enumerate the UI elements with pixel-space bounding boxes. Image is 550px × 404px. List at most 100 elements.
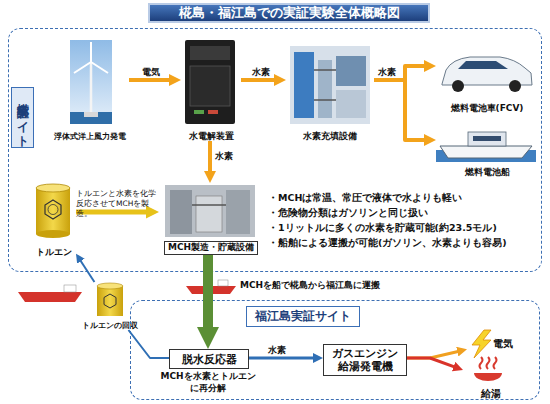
toluene-can-picture-part [48,205,58,215]
transport-ship-picture-part [218,280,228,286]
flow-arrow [374,66,428,80]
wind-turbine-node: 浮体式洋上風力発電 [51,39,129,141]
flow-label: 水素 [252,66,270,79]
return-ship-picture-part [18,292,82,302]
transport-ship-picture [186,280,236,294]
wind-turbine-picture [70,40,112,124]
mch-plant-picture-part [165,185,255,237]
flow-label: 水素 [378,66,396,79]
mch-plant-node: MCH製造・貯蔵設備 [159,183,263,255]
site-label: 福江島実証サイト [246,306,360,327]
wind-turbine-picture-part [91,62,108,73]
equipment-label: 水電解装置 [189,131,234,141]
equipment-label: 燃料電池車(FCV) [451,103,524,113]
toluene-can-picture [36,184,70,238]
mch-plant-picture-part [192,204,226,206]
filling-station-picture [290,46,370,124]
wind-turbine-picture-part [70,112,112,124]
electrolyzer-picture [185,40,235,124]
toluene-can-picture-part [36,188,70,234]
wind-turbine-picture-part [70,40,112,124]
fuel-cell-car-picture [442,57,532,92]
hot-spring-icon-part [494,357,497,369]
flow-label: 電気 [142,66,160,79]
filling-station-node: 水素充填設備 [286,39,374,141]
lightning-icon-part [472,330,491,358]
hot-water-output: 給湯 [463,359,518,401]
electrolyzer-picture-part [185,40,235,124]
process-note: MCHを水素とトルエンに再分解 [160,371,256,394]
electrolyzer-picture-part [190,46,230,60]
wind-turbine-picture-part [90,62,93,114]
equipment-label: MCH製造・貯蔵設備 [164,241,258,255]
material-label: トルエン [36,247,72,257]
flow-arrow [129,78,173,82]
filling-station-picture-part [294,52,314,118]
filling-station-picture-part [318,60,332,118]
process-label: ガスエンジン給湯発電機 [330,347,400,373]
fuel-cell-car-picture-part [458,61,508,69]
wind-turbine-picture-part [90,42,92,62]
wind-turbine-picture-part [84,112,98,117]
toluene-recovery-node: トルエンの回収 [80,282,140,330]
flow-arrow [203,255,213,334]
equipment-label: 浮体式洋上風力発電 [54,132,126,141]
toluene-can-picture-part [45,200,61,219]
flow-label: 水素 [215,150,233,163]
mch-plant-picture-part [226,190,250,234]
fuel-cell-ship-picture [436,132,536,162]
filling-station-picture-part [336,90,366,118]
output-label: 給湯 [481,387,501,401]
recovered-can-picture-part [97,286,123,316]
mch-plant-picture-part [196,196,222,232]
flow-arrow [128,330,169,358]
flow-arrow [241,78,278,82]
flow-arrow [79,259,94,282]
lightning-icon [472,330,491,358]
equipment-label: 燃料電池船 [465,167,510,177]
electricity-output: 電気 [467,331,513,357]
flow-label: MCHを船で椛島から福江島に運搬 [240,279,380,292]
site-region: 椛島実証サイト浮体式洋上風力発電 水電解装置 水素充填設備燃料電池車(FCV) 燃料電… [8,28,542,272]
mch-plant-picture [165,185,255,237]
electrolyzer-picture-part [208,110,218,114]
filling-station-picture-part [314,99,336,101]
filling-station-picture-part [314,69,336,71]
hot-spring-icon-part [480,357,483,369]
flow-label: 水素 [268,344,286,357]
toluene-node: トルエン [31,181,76,257]
hot-spring-icon [474,357,502,381]
electrolyzer-picture-part [194,110,204,114]
fuel-cell-ship-picture-part [440,146,532,158]
return-ship-picture [18,285,82,302]
process-label: 脱水反応器 [182,352,237,367]
flow-arrow [249,357,316,360]
recovered-can-picture [97,283,123,316]
transport-ship-picture-part [186,286,236,294]
fuel-cell-car-picture-part [509,80,521,92]
property-note: ・危険物分類はガソリンと同じ扱い [268,207,428,219]
recovered-can-picture-part [97,283,123,289]
flow-arrow [407,358,456,368]
fuel-cell-ship-picture-part [468,132,506,146]
filling-station-picture-part [290,46,370,124]
output-label: 電気 [493,337,513,351]
fuel-cell-car-picture-part [452,80,464,92]
fuel-cell-ship-node: 燃料電池船 [436,115,538,177]
flow-arrow [208,141,212,175]
electrolyzer-picture-part [190,66,230,106]
flow-arrow [407,351,460,358]
diagram-title: 椛島・福江島での実証実験全体概略図 [148,3,430,23]
flow-arrow [374,80,428,140]
hot-spring-icon-part [474,373,502,381]
toluene-can-picture-part [36,230,70,238]
fuel-cell-ship-picture-part [473,136,501,141]
fuel-cell-car-node: 燃料電池車(FCV) [436,33,538,113]
property-note: ・1リットルに多くの水素を貯蔵可能(約23.5モル) [268,222,497,234]
mch-plant-picture-part [170,190,192,234]
electrolyzer-node: 水電解装置 [181,39,241,141]
property-note: ・MCHは常温、常圧で液体で水よりも軽い [268,192,462,204]
return-ship-picture-part [64,285,76,292]
recovered-can-picture-part [104,294,116,308]
site-label: 椛島実証サイト [11,87,34,148]
